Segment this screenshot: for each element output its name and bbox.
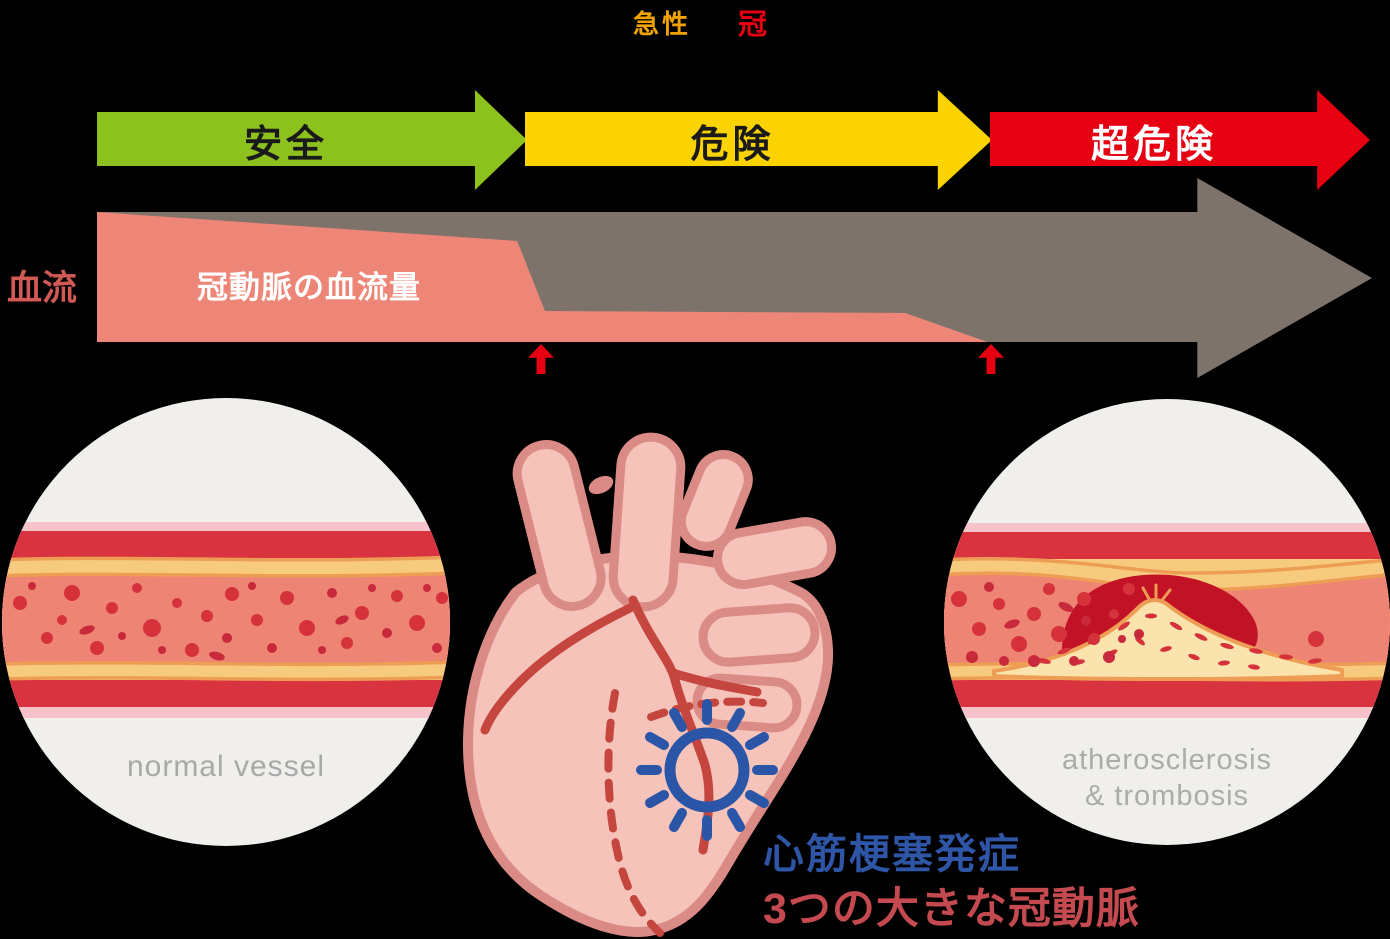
atherosclerosis-caption-line1: atherosclerosis — [1061, 744, 1273, 776]
top-title-coronary: 冠 — [738, 9, 768, 41]
normal-vessel-caption: normal vessel — [126, 750, 326, 783]
risk-arrow-extreme-danger: 超危険 — [990, 90, 1370, 190]
normal-vessel-panel: normal vessel — [2, 398, 450, 846]
risk-arrow-danger: 危険 — [525, 90, 992, 190]
blood-flow-axis-label: 血流 — [7, 269, 78, 308]
risk-arrow-danger-label: 危険 — [690, 123, 775, 166]
normal-vessel-illustration — [2, 522, 450, 718]
atherosclerosis-panel: atherosclerosis & trombosis — [944, 399, 1390, 845]
up-arrow-icon — [978, 344, 1004, 374]
vessel-opening — [588, 475, 614, 495]
risk-arrow-extreme-danger-label: 超危険 — [1090, 123, 1217, 166]
annotation-three-coronary-arteries: 3つの大きな冠動脈 — [763, 885, 1140, 933]
risk-arrow-safe-label: 安全 — [243, 123, 328, 166]
atherosclerosis-illustration — [944, 523, 1390, 718]
top-title-acute: 急性 — [633, 9, 692, 39]
annotation-infarction-onset: 心筋梗塞発症 — [763, 831, 1021, 877]
blood-flow-band-label: 冠動脈の血流量 — [197, 270, 421, 305]
risk-arrow-safe: 安全 — [97, 90, 527, 190]
up-arrow-icon — [528, 344, 554, 374]
starburst-icon — [636, 699, 778, 841]
atherosclerosis-caption-line2: & trombosis — [1084, 780, 1250, 812]
heart-illustration — [462, 432, 837, 937]
